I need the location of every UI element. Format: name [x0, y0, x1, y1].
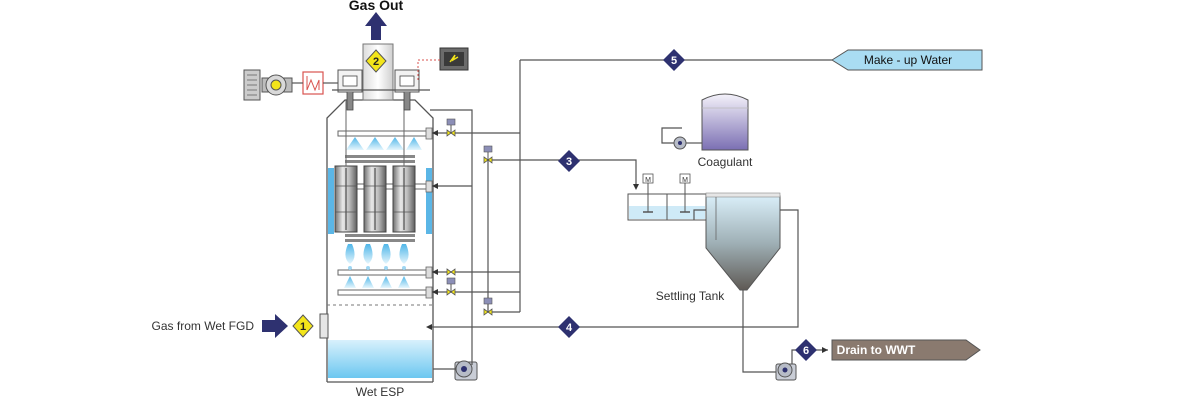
upper-spray-nozzles: [346, 137, 422, 150]
svg-text:M: M: [645, 177, 651, 184]
motor-icon-2: M: [679, 173, 691, 213]
svg-text:4: 4: [566, 322, 573, 334]
svg-text:2: 2: [373, 56, 379, 68]
recirc-pump-icon: [454, 360, 478, 381]
gas-inlet-flange: [319, 313, 329, 339]
wet-esp-vessel: [319, 43, 434, 383]
valve-icon-4: [446, 277, 456, 296]
fan-icon: [261, 74, 293, 96]
make-up-water-tag: Make - up Water: [831, 49, 983, 71]
svg-text:1: 1: [300, 321, 306, 333]
gas-out-arrow-icon: [365, 12, 387, 40]
svg-text:3: 3: [566, 156, 572, 168]
badge-6: 6: [795, 339, 817, 361]
monitor-icon: [439, 47, 469, 71]
insulator-housings: [332, 69, 430, 111]
wet-esp-label: Wet ESP: [356, 385, 404, 399]
badge-3: 3: [558, 150, 580, 172]
electrode-tubes: [334, 165, 416, 233]
gas-inlet-arrow-icon: [262, 314, 288, 338]
badge-5: 5: [663, 49, 685, 71]
valve-icon-2: [483, 145, 493, 164]
flow-arrows: [426, 130, 639, 330]
settling-tank: [705, 192, 781, 291]
valve-icon-5: [483, 297, 493, 316]
valve-icon-1: [446, 118, 456, 137]
svg-text:Make - up Water: Make - up Water: [864, 53, 952, 67]
lower-spray-drops: [344, 244, 410, 288]
spray-feed-pipes: [432, 59, 832, 328]
settling-tank-label: Settling Tank: [656, 289, 725, 303]
svg-text:Drain to WWT: Drain to WWT: [837, 343, 916, 357]
heater-icon: [302, 71, 324, 95]
drain-pump-icon: [775, 362, 797, 381]
coagulant-tank: [701, 93, 749, 151]
badge-2: 2: [365, 49, 387, 73]
gas-from-fgd-label: Gas from Wet FGD: [152, 319, 255, 333]
badge-4: 4: [558, 316, 580, 338]
motor-icon-1: M: [642, 173, 654, 213]
badge-1: 1: [292, 314, 314, 338]
svg-text:6: 6: [803, 345, 809, 357]
filter-icon: [243, 69, 261, 101]
gas-out-label: Gas Out: [349, 0, 404, 13]
svg-text:5: 5: [671, 55, 677, 67]
dosing-pump-icon: [673, 136, 687, 150]
svg-text:M: M: [682, 177, 688, 184]
valve-icon-3: [446, 268, 456, 276]
coagulant-label: Coagulant: [698, 155, 753, 169]
drain-to-wwt-tag: Drain to WWT: [831, 339, 981, 361]
